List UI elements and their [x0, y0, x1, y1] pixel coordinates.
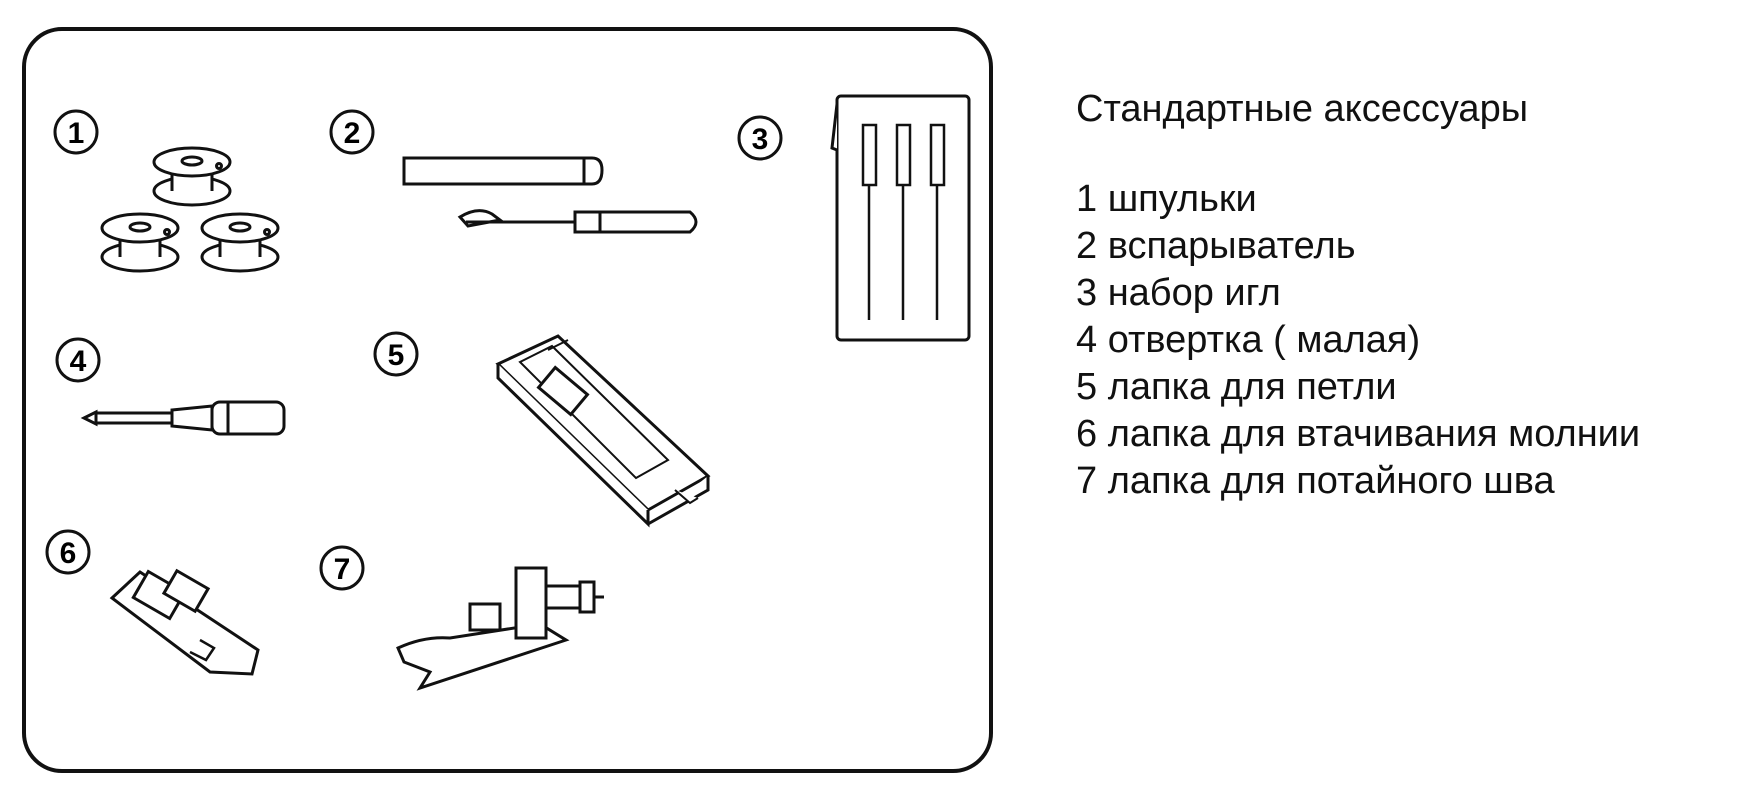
- screwdriver-icon: [80, 400, 286, 436]
- legend-item: 5 лапка для петли: [1076, 366, 1397, 408]
- callout-2: 2: [329, 109, 375, 155]
- legend-title: Стандартные аксессуары: [1076, 88, 1529, 130]
- legend-item: 3 набор игл: [1076, 272, 1281, 314]
- legend-list: 1 шпульки 2 вспарыватель 3 набор игл 4 о…: [1076, 176, 1736, 505]
- accessories-legend: Стандартные аксессуары 1 шпульки 2 вспар…: [1076, 86, 1736, 505]
- seam-ripper-icon: [402, 156, 698, 234]
- buttonhole-foot-icon: [495, 334, 711, 528]
- svg-text:1: 1: [68, 117, 85, 150]
- callout-7: 7: [319, 545, 365, 591]
- callout-1: 1: [53, 109, 99, 155]
- callout-6: 6: [45, 529, 91, 575]
- svg-text:7: 7: [334, 553, 351, 586]
- accessories-frame: [22, 27, 993, 773]
- callout-4: 4: [55, 337, 101, 383]
- legend-item: 2 вспарыватель: [1076, 225, 1356, 267]
- legend-item: 1 шпульки: [1076, 178, 1257, 220]
- callout-3: 3: [737, 115, 783, 161]
- svg-text:3: 3: [752, 123, 769, 156]
- zipper-foot-icon: [109, 568, 260, 676]
- svg-text:6: 6: [60, 537, 77, 570]
- svg-text:2: 2: [344, 117, 361, 150]
- blind-stitch-foot-icon: [396, 566, 604, 691]
- callout-5: 5: [373, 331, 419, 377]
- legend-item: 7 лапка для потайного шва: [1076, 460, 1555, 502]
- svg-text:4: 4: [70, 345, 87, 378]
- svg-text:5: 5: [388, 339, 405, 372]
- legend-item: 4 отвертка ( малая): [1076, 319, 1421, 361]
- needle-pack-icon: [830, 94, 971, 342]
- legend-item: 6 лапка для втачивания молнии: [1076, 413, 1641, 455]
- bobbins-icon: [100, 146, 280, 273]
